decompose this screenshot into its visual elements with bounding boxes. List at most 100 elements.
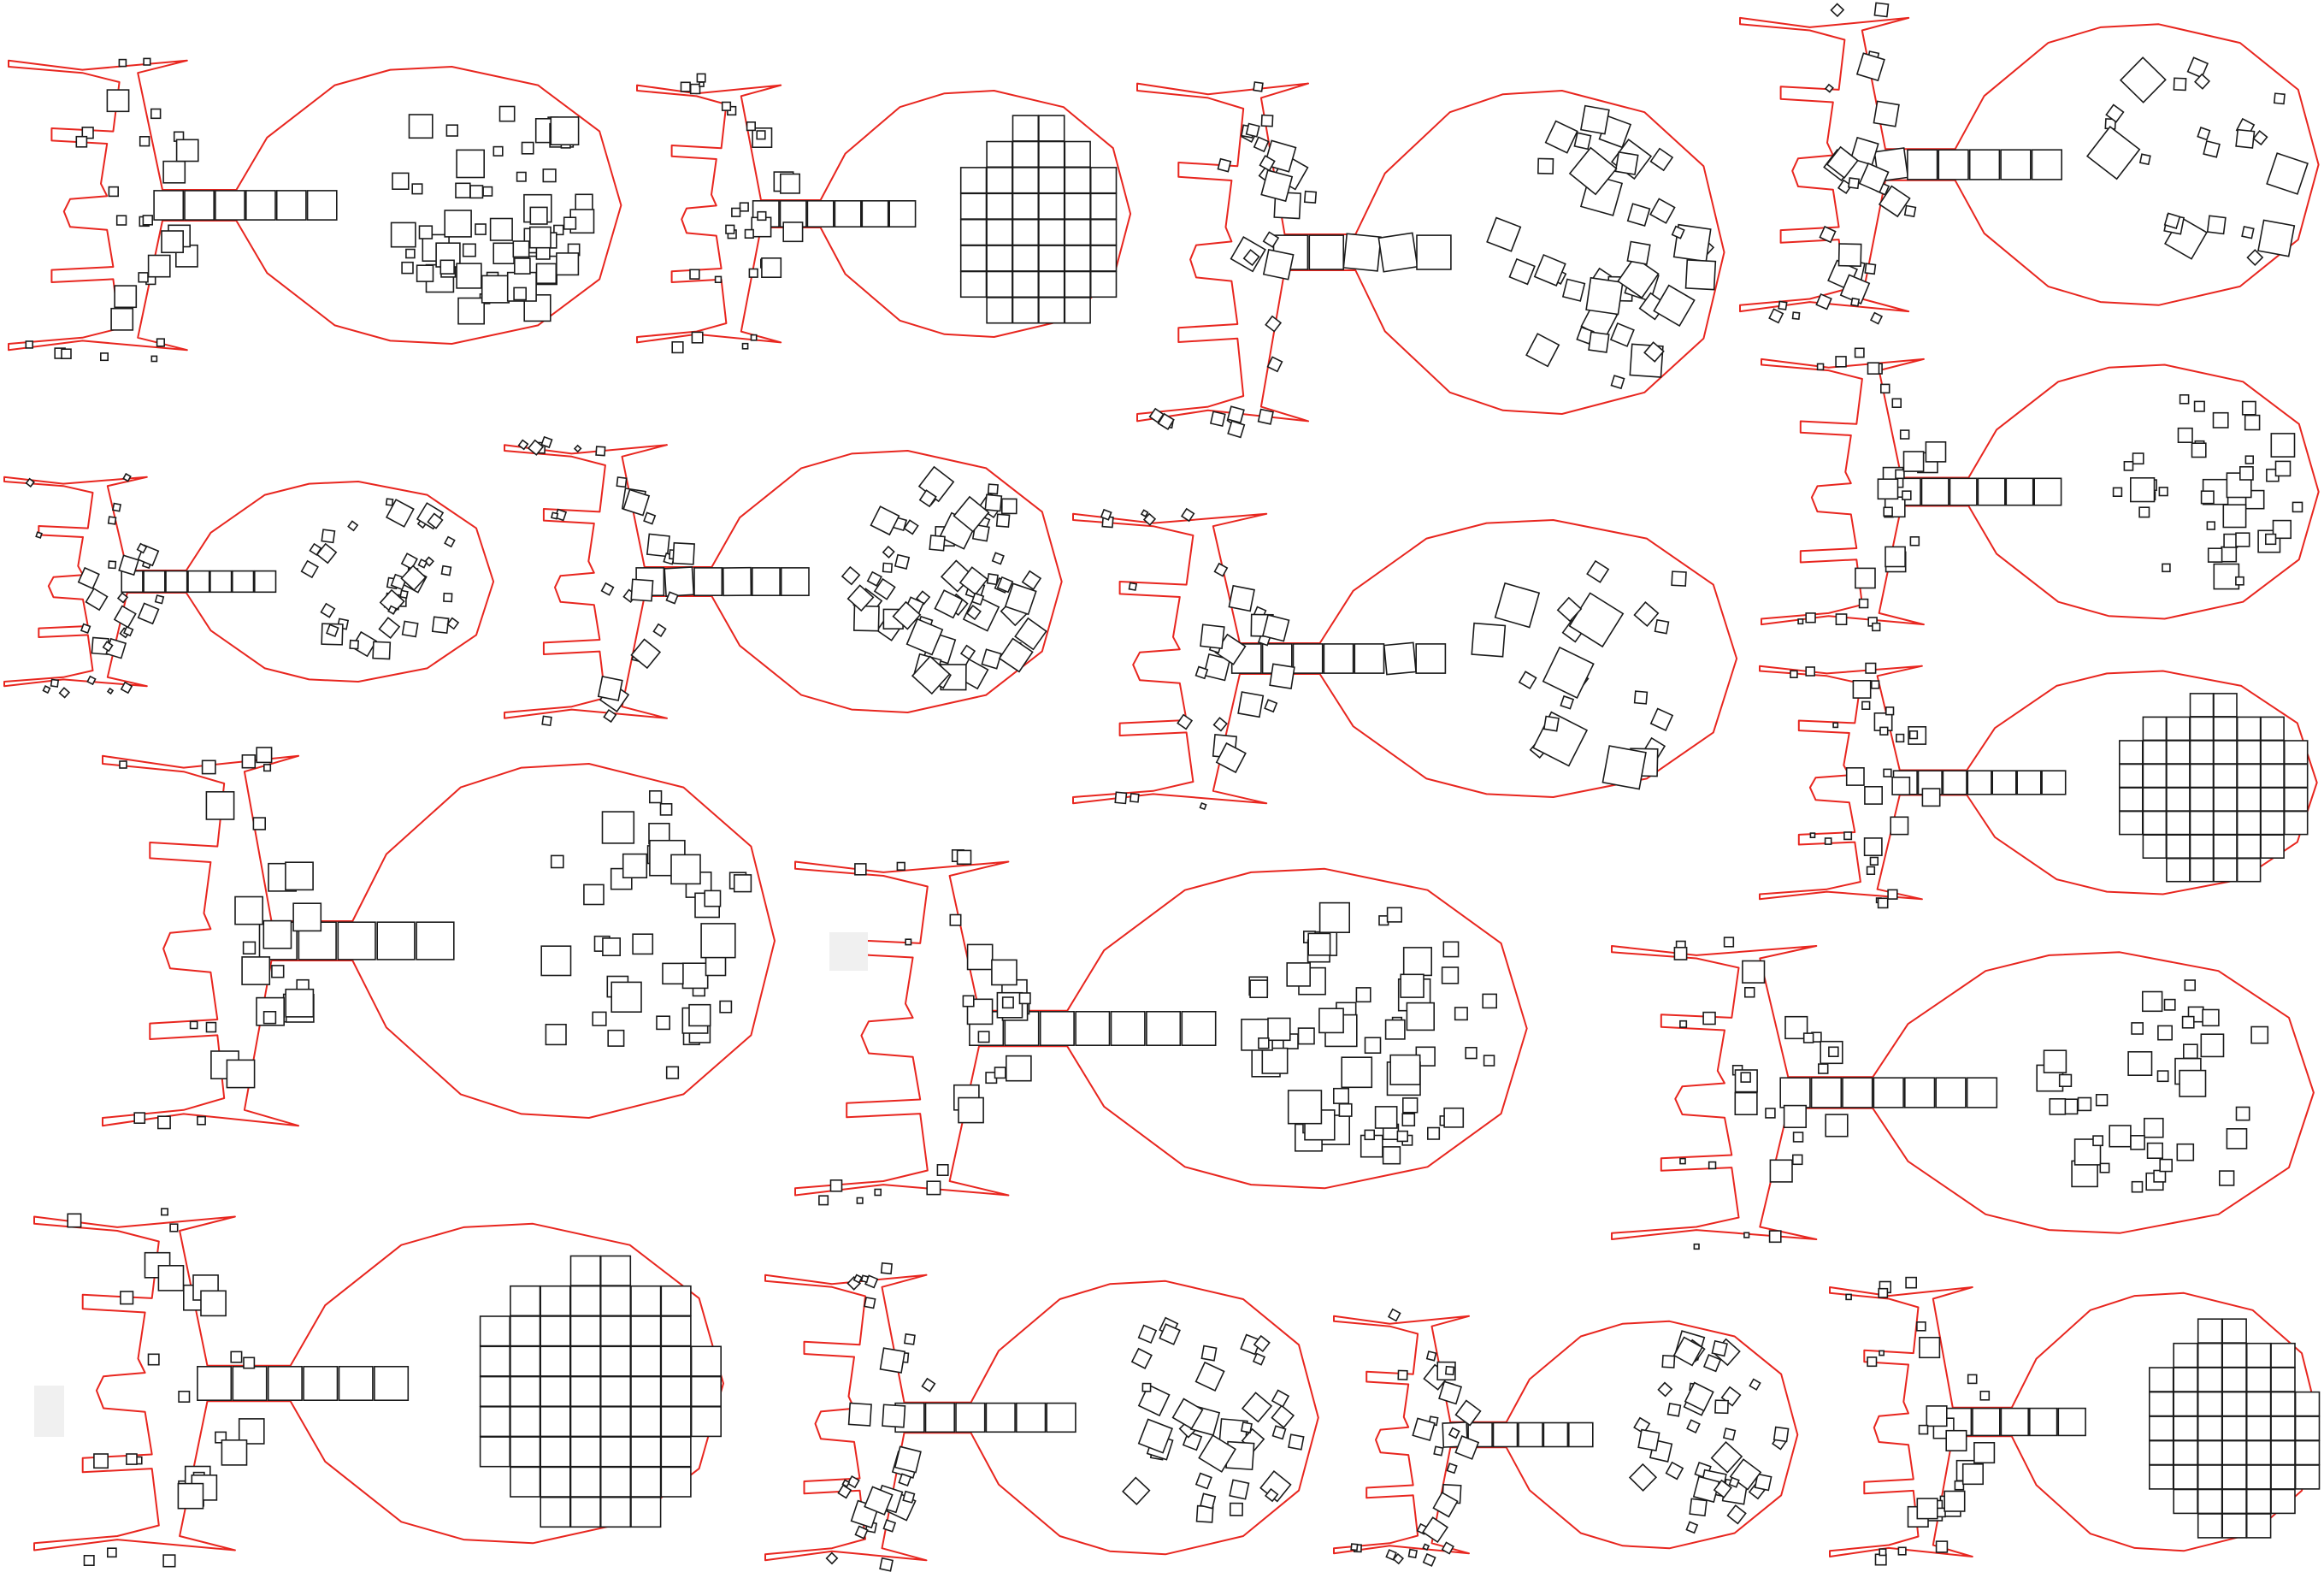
component-box <box>927 1181 940 1194</box>
component-box <box>2285 765 2308 788</box>
component-box <box>982 649 1000 668</box>
component-box <box>481 1377 510 1407</box>
component-box <box>2238 812 2261 835</box>
component-box <box>1039 115 1065 141</box>
component-box <box>1230 1504 1242 1516</box>
component-box <box>2158 1025 2172 1039</box>
component-box <box>571 1286 601 1316</box>
component-box <box>1101 510 1112 520</box>
component-box <box>177 139 198 161</box>
component-box <box>402 263 413 274</box>
component-box <box>1268 1019 1290 1041</box>
component-box <box>1944 1492 1965 1512</box>
component-box <box>542 716 552 725</box>
component-box <box>1611 323 1634 346</box>
component-box <box>2238 765 2261 788</box>
component-box <box>2258 220 2294 256</box>
component-box <box>1319 1008 1343 1032</box>
component-box <box>86 588 108 610</box>
component-box <box>1466 1048 1477 1059</box>
component-box <box>987 220 1012 245</box>
component-box <box>1871 313 1882 324</box>
component-box <box>720 1002 731 1013</box>
component-box <box>882 1404 905 1427</box>
component-box <box>350 641 358 649</box>
component-box <box>1686 1522 1697 1533</box>
component-box <box>87 677 95 684</box>
component-box <box>162 1209 168 1215</box>
component-box <box>1533 712 1587 766</box>
component-box <box>1793 312 1800 319</box>
ship-layout <box>1830 1278 2320 1565</box>
component-box <box>603 938 620 955</box>
component-box <box>1826 85 1833 92</box>
component-box <box>1880 727 1888 735</box>
component-box <box>1687 1420 1700 1433</box>
component-box <box>633 934 652 954</box>
component-box <box>2174 1416 2197 1440</box>
component-box <box>986 1404 1015 1433</box>
component-box <box>1865 787 1882 804</box>
component-box <box>1196 1474 1212 1489</box>
component-box <box>2191 694 2214 717</box>
component-box <box>2271 1416 2295 1440</box>
component-box <box>2167 812 2190 835</box>
component-box <box>692 332 702 342</box>
component-box <box>2148 1144 2163 1159</box>
component-box <box>1770 1231 1781 1242</box>
component-box <box>2271 1344 2295 1368</box>
component-box <box>2120 765 2143 788</box>
component-box <box>1655 620 1669 634</box>
component-box <box>1873 1078 1903 1108</box>
component-box <box>2191 717 2214 740</box>
component-box <box>881 1348 905 1373</box>
component-box <box>2247 1490 2271 1514</box>
component-box <box>517 173 526 181</box>
component-box <box>1177 715 1192 730</box>
component-box <box>1407 1003 1434 1031</box>
component-box <box>1196 1362 1224 1391</box>
component-box <box>726 225 734 233</box>
component-box <box>631 1437 661 1467</box>
component-box <box>2001 1409 2028 1436</box>
component-box <box>1324 644 1353 673</box>
component-box <box>2198 1344 2222 1368</box>
component-box <box>1790 671 1797 677</box>
component-box <box>1851 298 1859 306</box>
component-box <box>1013 168 1039 193</box>
component-box <box>1879 1549 1885 1555</box>
component-box <box>601 1407 631 1437</box>
component-box <box>1039 193 1065 219</box>
component-box <box>667 1067 679 1079</box>
component-box <box>510 1437 540 1467</box>
component-box <box>2293 502 2303 511</box>
component-box <box>2143 788 2166 811</box>
component-box <box>883 547 894 558</box>
component-box <box>2100 1163 2109 1172</box>
component-box <box>1424 1554 1436 1566</box>
component-box <box>1857 53 1885 80</box>
component-box <box>26 341 32 348</box>
component-box <box>491 219 513 241</box>
ship-layout <box>1137 82 1725 437</box>
component-box <box>959 1098 983 1123</box>
component-box <box>1868 363 1879 374</box>
component-box <box>1871 858 1879 866</box>
component-box <box>163 1555 175 1567</box>
component-box <box>746 230 754 239</box>
component-box <box>1253 82 1263 92</box>
component-box <box>264 1012 276 1024</box>
component-box <box>1794 1132 1803 1142</box>
component-box <box>593 1012 606 1025</box>
component-box <box>2183 1017 2194 1028</box>
component-box <box>1826 1114 1848 1137</box>
component-box <box>673 543 694 564</box>
component-box <box>631 1377 661 1407</box>
component-box <box>631 579 652 600</box>
component-box <box>663 963 683 984</box>
component-box <box>2296 1465 2320 1489</box>
component-box <box>1342 1057 1371 1087</box>
component-box <box>1402 1114 1414 1126</box>
component-box <box>968 944 993 969</box>
component-box <box>1339 1104 1351 1116</box>
